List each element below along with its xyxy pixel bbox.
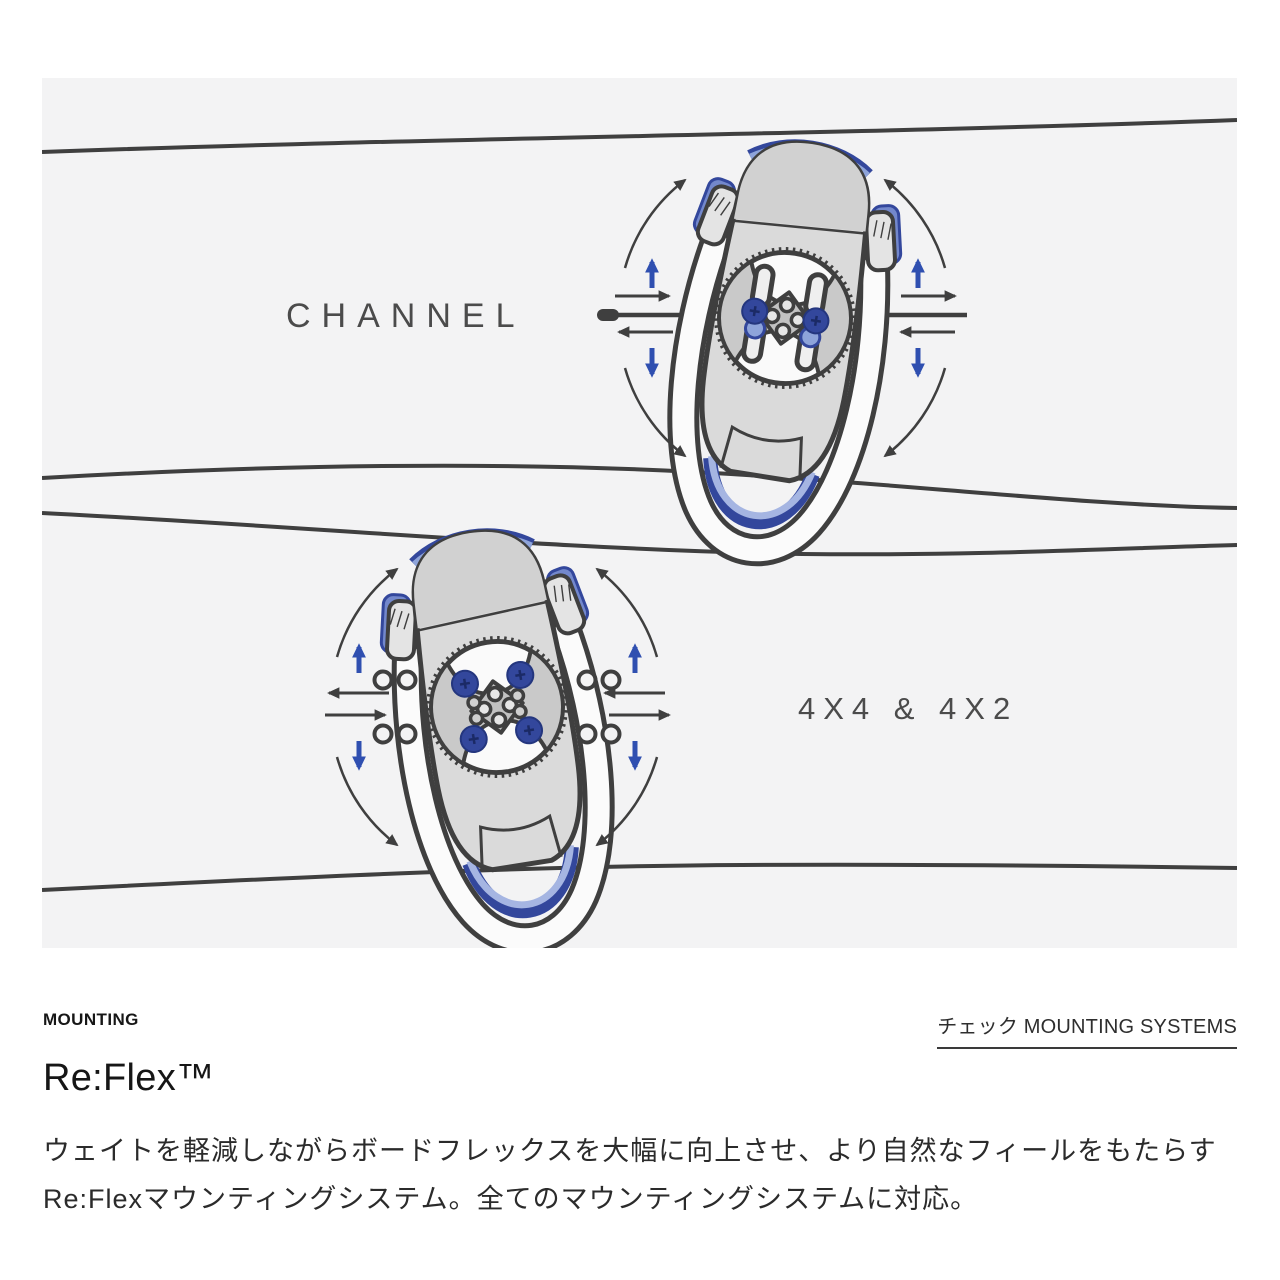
check-mounting-systems-link[interactable]: チェック MOUNTING SYSTEMS	[937, 1010, 1237, 1049]
mounting-info: MOUNTING チェック MOUNTING SYSTEMS Re:Flex™ …	[43, 1010, 1237, 1223]
mounting-eyebrow: MOUNTING	[43, 1010, 139, 1029]
mounting-diagram	[42, 78, 1237, 948]
pattern-4x4-label: 4X4 & 4X2	[798, 691, 1019, 726]
reflex-description: ウェイトを軽減しながらボードフレックスを大幅に向上させ、より自然なフィールをもた…	[43, 1127, 1237, 1223]
snowboard-edge-lines	[42, 118, 1237, 892]
rotation-arrows	[623, 178, 947, 458]
mounting-diagram-panel	[42, 78, 1237, 948]
binding-4x4-mount	[363, 516, 639, 948]
description-line: ウェイトを軽減しながらボードフレックスを大幅に向上させ、より自然なフィールをもた…	[43, 1136, 1217, 1166]
disc-screws	[450, 660, 544, 754]
slide-arrows	[615, 258, 957, 378]
binding-channel-mount	[642, 127, 918, 566]
reflex-title: Re:Flex™	[43, 1057, 215, 1099]
channel-label: CHANNEL	[286, 297, 526, 335]
description-line: Re:Flexマウンティングシステム。全てのマウンティングシステムに対応。	[43, 1184, 979, 1214]
rotation-arrows	[335, 567, 659, 847]
slide-arrows	[325, 643, 671, 771]
